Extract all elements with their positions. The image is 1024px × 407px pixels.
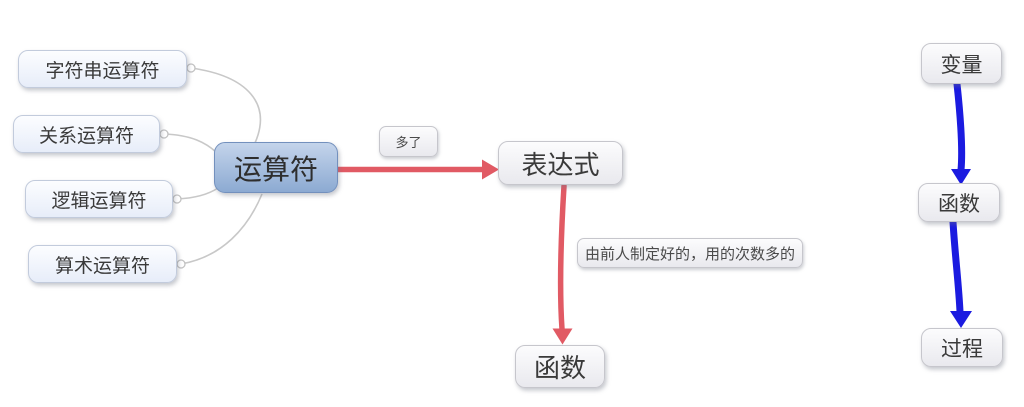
curve-root-to-arithmetic-operators bbox=[180, 193, 263, 265]
arrowhead-icon bbox=[950, 311, 972, 328]
arrow-function-to-process[interactable] bbox=[949, 218, 972, 328]
curve-root-to-string-operators bbox=[190, 67, 261, 144]
node-logical-operators[interactable]: 逻辑运算符 bbox=[25, 180, 173, 218]
edge-label-more[interactable]: 多了 bbox=[379, 126, 438, 157]
node-variable[interactable]: 变量 bbox=[921, 43, 1002, 84]
connector-dot-logical-operators bbox=[172, 194, 182, 204]
node-string-operators[interactable]: 字符串运算符 bbox=[18, 50, 187, 88]
edge-label-function-note[interactable]: 由前人制定好的，用的次数多的 bbox=[577, 238, 803, 268]
arrowhead-icon bbox=[552, 328, 573, 345]
arrowhead-icon bbox=[951, 169, 971, 185]
curve-root-to-logical-operators bbox=[176, 187, 219, 200]
connector-dot-relational-operators bbox=[159, 129, 169, 139]
node-relational-operators[interactable]: 关系运算符 bbox=[13, 115, 160, 153]
arrow-operators-to-expression[interactable] bbox=[335, 159, 499, 180]
node-arithmetic-operators[interactable]: 算术运算符 bbox=[28, 245, 177, 283]
node-operators[interactable]: 运算符 bbox=[214, 142, 338, 193]
node-function[interactable]: 函数 bbox=[515, 345, 605, 388]
node-expression[interactable]: 表达式 bbox=[498, 141, 623, 185]
node-process[interactable]: 过程 bbox=[921, 328, 1003, 367]
curve-root-to-relational-operators bbox=[163, 133, 217, 153]
arrowhead-icon bbox=[482, 159, 499, 180]
connector-dot-string-operators bbox=[186, 63, 196, 73]
arrow-expression-to-function[interactable] bbox=[552, 183, 573, 345]
node-function-right[interactable]: 函数 bbox=[918, 183, 1000, 222]
arrow-variable-to-function[interactable] bbox=[951, 80, 971, 185]
connector-dot-arithmetic-operators bbox=[176, 259, 186, 269]
